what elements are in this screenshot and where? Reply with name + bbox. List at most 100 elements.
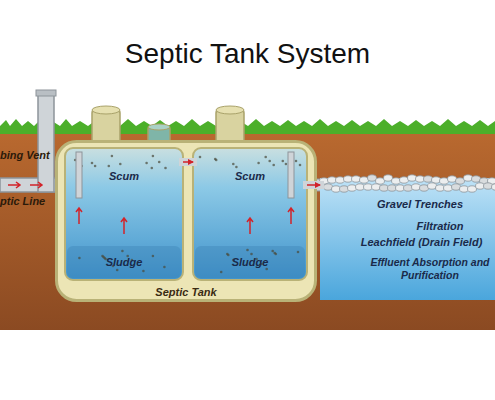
flow-line bbox=[183, 161, 193, 163]
access-riser bbox=[92, 110, 120, 144]
node-text: Sludge bbox=[193, 256, 307, 270]
chamber-node: ScumSludge bbox=[65, 148, 183, 280]
gravel-stone bbox=[456, 178, 465, 184]
baffle-pipe bbox=[76, 152, 82, 198]
gravel-stone bbox=[348, 185, 357, 191]
gravel-stone bbox=[444, 185, 453, 191]
gravel-stone bbox=[392, 178, 401, 184]
particle-dot bbox=[121, 250, 124, 253]
particle-dot bbox=[246, 249, 249, 252]
particle-dot bbox=[226, 253, 229, 256]
part-label: ptic Line bbox=[0, 195, 45, 209]
particle-dot bbox=[295, 160, 298, 163]
chamber-liquid bbox=[65, 148, 183, 280]
particle-dot bbox=[220, 271, 223, 274]
gravel-stone bbox=[340, 186, 349, 192]
access-riser bbox=[216, 110, 244, 144]
vent-cap bbox=[36, 90, 56, 96]
node-text: Scum bbox=[193, 170, 307, 184]
particle-dot bbox=[116, 269, 119, 272]
particle-dot bbox=[101, 255, 104, 258]
baffle-pipe bbox=[288, 152, 294, 198]
chamber-liquid bbox=[193, 148, 307, 280]
node-text: Effluent Absorption and Purification bbox=[368, 256, 492, 282]
particle-dot bbox=[257, 162, 260, 165]
gravel-stone bbox=[336, 177, 345, 183]
particle-dot bbox=[299, 164, 302, 167]
node-text: Leachfield (Drain Field) bbox=[348, 236, 495, 250]
chamber-node: ScumSludge bbox=[193, 148, 307, 280]
particle-dot bbox=[152, 155, 155, 158]
tank-wall bbox=[57, 142, 316, 301]
riser-lid bbox=[216, 106, 244, 114]
gravel-stone bbox=[376, 178, 385, 184]
vent-pipe bbox=[38, 92, 54, 192]
particle-dot bbox=[164, 167, 167, 170]
flow-arrow bbox=[76, 208, 82, 224]
diagram-title: Septic Tank System bbox=[0, 38, 495, 70]
particle-dot bbox=[235, 166, 238, 169]
field-node: Gravel TrenchesFiltrationLeachfield (Dra… bbox=[320, 172, 495, 300]
particle-dot bbox=[275, 253, 278, 256]
particle-dot bbox=[282, 160, 285, 163]
tank-node: Septic TankScumSludgeScumSludge bbox=[55, 140, 317, 302]
pipe-connector bbox=[179, 162, 197, 163]
gravel-stone bbox=[352, 176, 361, 182]
gravel-stone bbox=[412, 184, 421, 190]
gravel-stone bbox=[468, 186, 477, 192]
flow-arrow bbox=[121, 218, 127, 234]
gravel-stone bbox=[464, 175, 473, 181]
particle-dot bbox=[285, 163, 288, 166]
particle-dot bbox=[297, 251, 300, 254]
gravel-stone bbox=[424, 176, 433, 182]
pipe-body bbox=[179, 158, 197, 166]
part-label: bing Vent bbox=[0, 149, 50, 163]
pipe-connector bbox=[303, 185, 324, 186]
particle-dot bbox=[158, 161, 161, 164]
particle-dot bbox=[199, 156, 202, 159]
gravel-stone bbox=[384, 175, 393, 181]
particle-dot bbox=[214, 158, 217, 161]
particle-dot bbox=[272, 164, 275, 167]
gravel-stone bbox=[408, 175, 417, 181]
flow-arrow bbox=[288, 208, 294, 224]
gravel-stone bbox=[484, 183, 493, 189]
particle-dot bbox=[265, 268, 268, 271]
drain-field-water bbox=[320, 178, 495, 300]
particle-dot bbox=[111, 155, 114, 158]
particle-dot bbox=[145, 162, 148, 165]
particle-dot bbox=[142, 270, 145, 273]
node-text: Sludge bbox=[65, 256, 183, 270]
grass bbox=[0, 119, 495, 134]
node-text: Filtration bbox=[390, 220, 490, 234]
particle-dot bbox=[94, 165, 97, 168]
particle-dot bbox=[152, 255, 155, 258]
flow-arrow bbox=[247, 218, 253, 234]
gravel-stone bbox=[320, 178, 329, 184]
node-text: Septic Tank bbox=[55, 286, 317, 300]
particle-dot bbox=[78, 257, 81, 260]
particle-dot bbox=[268, 160, 271, 163]
particle-dot bbox=[227, 254, 230, 257]
particle-dot bbox=[108, 165, 111, 168]
particle-dot bbox=[163, 266, 166, 269]
particle-dot bbox=[151, 167, 154, 170]
particle-dot bbox=[271, 250, 274, 253]
node-text: Gravel Trenches bbox=[360, 198, 480, 212]
flow-line bbox=[307, 184, 320, 186]
particle-dot bbox=[91, 162, 94, 165]
riser-lid bbox=[92, 106, 120, 114]
particle-dot bbox=[250, 253, 253, 256]
particle-dot bbox=[119, 163, 122, 166]
gravel-stone bbox=[368, 175, 377, 181]
pipe-body bbox=[303, 181, 324, 189]
gravel-stone bbox=[432, 177, 441, 183]
gravel-stone bbox=[404, 185, 413, 191]
soil bbox=[0, 132, 495, 330]
port-lid bbox=[148, 124, 170, 130]
particle-dot bbox=[232, 163, 235, 166]
gravel-stone bbox=[492, 184, 495, 190]
particle-dot bbox=[215, 159, 218, 162]
node-text: Scum bbox=[65, 170, 183, 184]
